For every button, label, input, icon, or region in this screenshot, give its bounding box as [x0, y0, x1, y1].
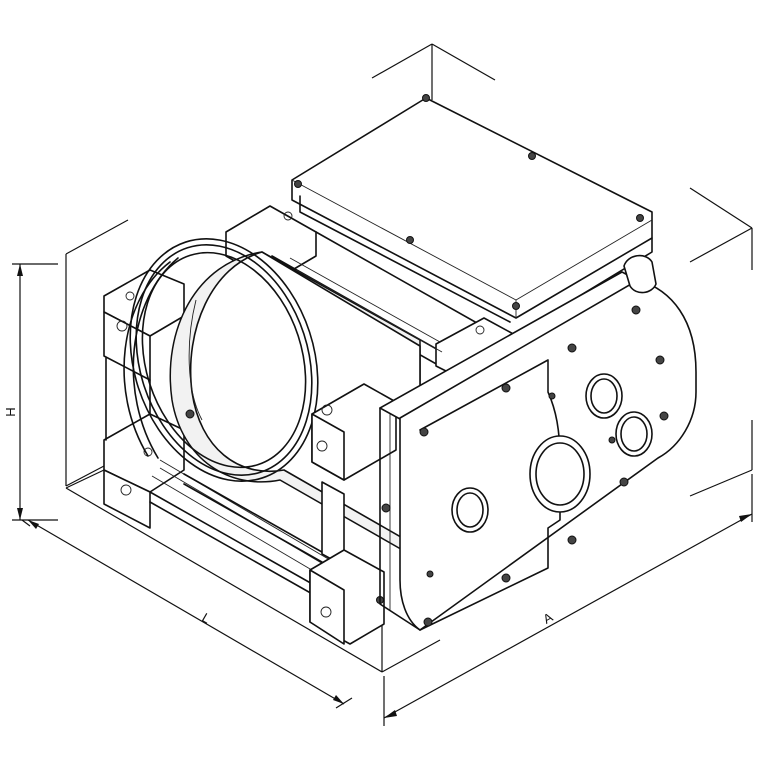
width-dimension: A — [383, 474, 753, 726]
front-end-frame — [309, 383, 397, 645]
height-dimension: H — [3, 263, 58, 521]
length-label: L — [199, 610, 213, 627]
gearbox-housing — [379, 254, 697, 631]
winch-drum — [129, 238, 443, 577]
top-gear-cover — [291, 94, 653, 333]
height-label: H — [3, 407, 18, 416]
lower-tie-rods — [149, 473, 337, 605]
rear-end-frame — [103, 257, 185, 529]
length-dimension: L — [21, 519, 353, 709]
dimension-lines — [65, 43, 753, 673]
